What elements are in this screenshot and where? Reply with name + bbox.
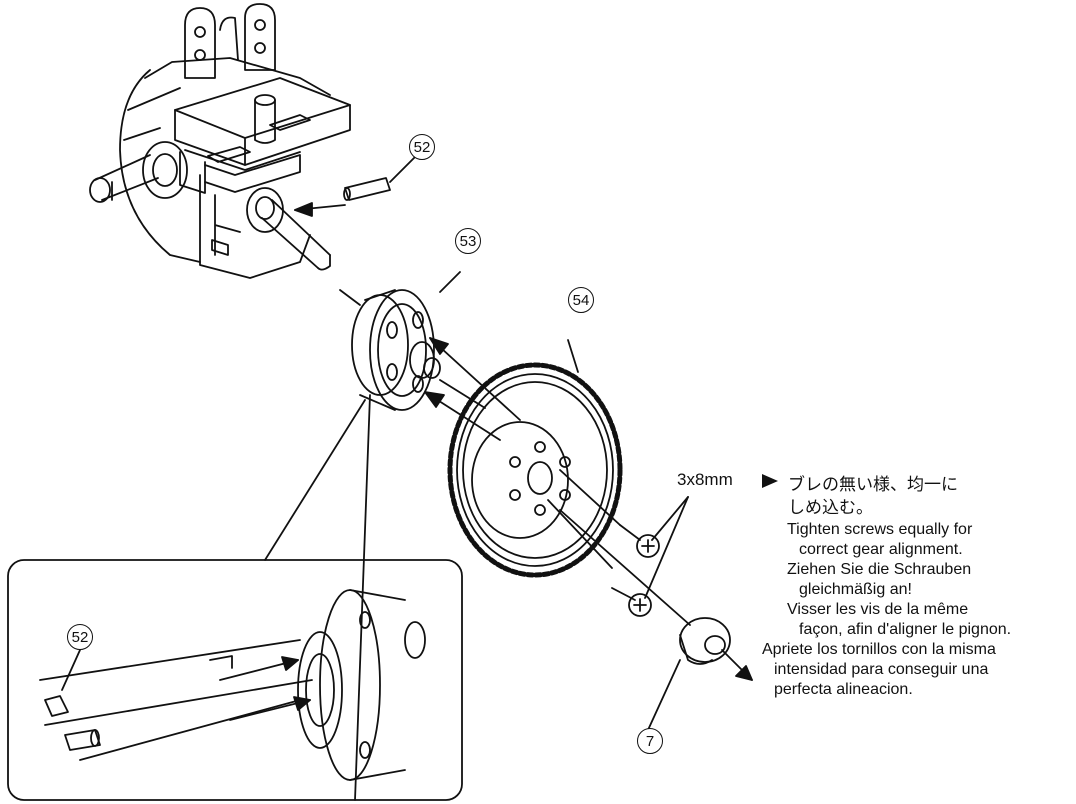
- diff-hub-part-53: [351, 271, 461, 411]
- callout-54: 54: [568, 287, 594, 313]
- inset-detail: [39, 589, 426, 781]
- instruction-de-line1: Ziehen Sie die Schrauben: [787, 561, 972, 578]
- pin-part-52-top: [294, 151, 421, 217]
- instructions-multilingual: Tighten screws equally for correct gear …: [762, 520, 1012, 700]
- screw-spec: 3x8mm ブレの無い様、均一に しめ込む。: [677, 470, 958, 517]
- screw-size-label: 3x8mm: [677, 470, 733, 489]
- gearbox-housing: [89, 3, 351, 279]
- callout-52-inset: 52: [67, 624, 93, 650]
- instruction-de-line2: gleichmäßig an!: [799, 581, 912, 598]
- instruction-jp-line1: ブレの無い様、均一に: [788, 475, 958, 494]
- instruction-fr-line2: façon, afin d'aligner le pignon.: [799, 621, 1012, 638]
- instruction-en-line1: Tighten screws equally for: [787, 521, 973, 538]
- bearing-part-7: [559, 509, 753, 731]
- callout-53: 53: [455, 228, 481, 254]
- instruction-en-line2: correct gear alignment.: [799, 541, 963, 558]
- callout-52-top: 52: [409, 134, 435, 160]
- instruction-fr-line1: Visser les vis de la même: [787, 601, 969, 618]
- instruction-es-line2: intensidad para conseguir una: [774, 661, 989, 678]
- screws-3x8mm: [547, 469, 689, 617]
- callout-7: 7: [637, 728, 663, 754]
- inset-frame: [7, 559, 463, 801]
- spec-arrow-icon: [762, 474, 778, 488]
- instruction-es-line3: perfecta alineacion.: [774, 681, 913, 698]
- instruction-jp-line2: しめ込む。: [788, 498, 873, 517]
- instruction-es-line1: Apriete los tornillos con la misma: [762, 641, 996, 658]
- axis-line: [339, 289, 361, 306]
- inset-leader: [264, 394, 371, 801]
- spur-gear-part-54: [447, 339, 623, 578]
